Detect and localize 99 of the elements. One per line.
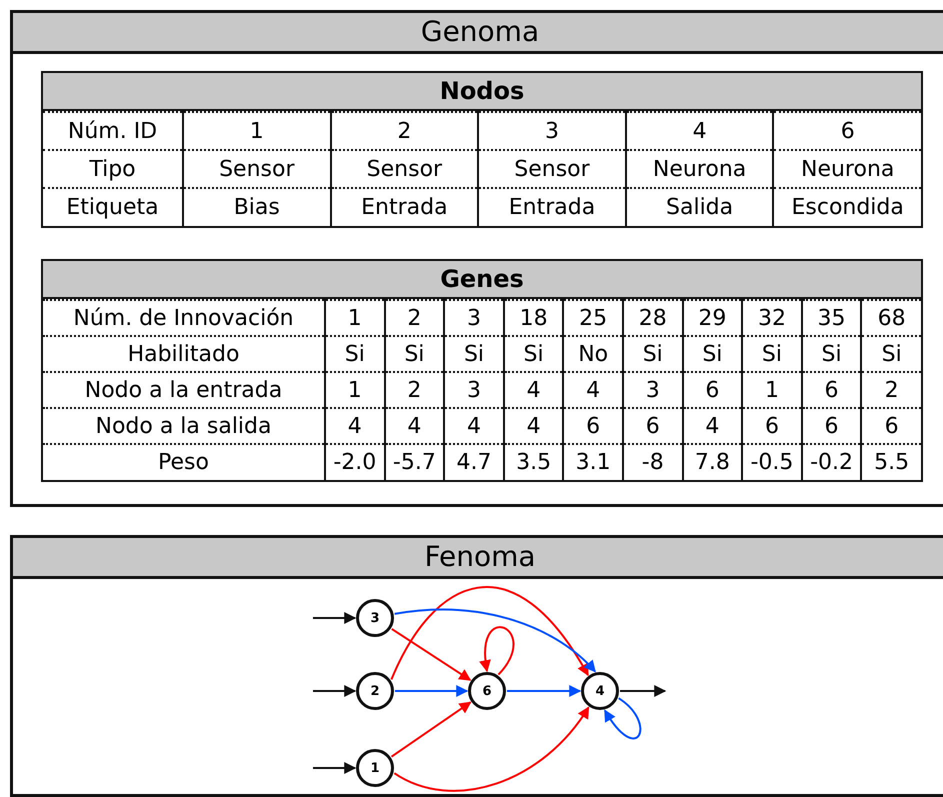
table-cell: 3	[478, 112, 626, 150]
table-cell: Escondida	[773, 188, 921, 226]
table-cell: 6	[622, 408, 683, 444]
arrow	[394, 706, 590, 792]
arrow	[395, 685, 468, 697]
table-title: Nodos	[43, 73, 921, 111]
table-cell: 2	[861, 372, 921, 408]
table-cell: Si	[742, 336, 802, 372]
data-table	[41, 71, 923, 228]
table-cell: 29	[682, 300, 742, 336]
arrow	[620, 685, 666, 697]
table-cell: Habilitado	[43, 336, 325, 372]
arrow	[480, 626, 514, 676]
table-cell: 6	[802, 372, 862, 408]
table-cell: 25	[563, 300, 623, 336]
table-cell: Si	[325, 336, 385, 372]
neuron-node: 1	[356, 749, 394, 787]
table-cell: Neurona	[626, 150, 774, 188]
panel-title: Genoma	[13, 13, 943, 54]
table-cell: Si	[802, 336, 862, 372]
arrow	[313, 612, 356, 624]
table-cell: Si	[622, 336, 683, 372]
table-cell: Nodo a la entrada	[43, 372, 325, 408]
table-cell: 4	[504, 372, 564, 408]
arrow	[391, 628, 472, 681]
table-cell: Si	[444, 336, 504, 372]
table-cell: Si	[384, 336, 444, 372]
table-cell: Núm. de Innovación	[43, 300, 325, 336]
neuron-node: 2	[356, 672, 394, 710]
table-cell: -8	[622, 444, 683, 480]
table-cell: Sensor	[330, 150, 478, 188]
table-cell: 4.7	[444, 444, 504, 480]
table-cell: 4	[626, 112, 774, 150]
arrow	[390, 586, 589, 680]
table-cell: -0.5	[742, 444, 802, 480]
table-cell: 4	[682, 408, 742, 444]
table-cell: Entrada	[478, 188, 626, 226]
table-cell: 5.5	[861, 444, 921, 480]
arrow	[313, 762, 356, 774]
table-cell: 4	[504, 408, 564, 444]
table-cell: 3	[444, 300, 504, 336]
table-cell: Núm. ID	[43, 112, 183, 150]
table-cell: 1	[742, 372, 802, 408]
table-cell: Peso	[43, 444, 325, 480]
table-cell: 6	[742, 408, 802, 444]
table-cell: 4	[325, 408, 385, 444]
table-cell: 32	[742, 300, 802, 336]
table-cell: Si	[504, 336, 564, 372]
table-cell: 3.5	[504, 444, 564, 480]
table-cell: 1	[183, 112, 331, 150]
panel	[10, 10, 943, 507]
table-cell: 18	[504, 300, 564, 336]
table-cell: No	[563, 336, 623, 372]
arrow	[313, 685, 356, 697]
table-cell: Si	[861, 336, 921, 372]
panel	[10, 535, 943, 797]
data-table	[41, 259, 923, 482]
table-cell: 35	[802, 300, 862, 336]
arrow	[394, 608, 596, 672]
table-cell: Sensor	[183, 150, 331, 188]
table-cell: Si	[682, 336, 742, 372]
table-cell: 6	[802, 408, 862, 444]
table-cell: 6	[682, 372, 742, 408]
table-cell: -2.0	[325, 444, 385, 480]
table-cell: Bias	[183, 188, 331, 226]
panel-title: Fenoma	[13, 538, 943, 579]
neuron-node: 3	[356, 599, 394, 637]
table-cell: Etiqueta	[43, 188, 183, 226]
arrow	[507, 685, 582, 697]
table-cell: 4	[384, 408, 444, 444]
table-cell: 3	[444, 372, 504, 408]
table-cell: 4	[444, 408, 504, 444]
table-cell: 7.8	[682, 444, 742, 480]
arrow	[604, 697, 642, 740]
table-cell: Neurona	[773, 150, 921, 188]
arrow	[390, 702, 472, 758]
table-cell: Salida	[626, 188, 774, 226]
table-cell: 6	[773, 112, 921, 150]
table-cell: 28	[622, 300, 683, 336]
table-cell: 3.1	[563, 444, 623, 480]
table-cell: Sensor	[478, 150, 626, 188]
table-cell: Tipo	[43, 150, 183, 188]
table-cell: -5.7	[384, 444, 444, 480]
neuron-node: 4	[581, 672, 619, 710]
table-cell: 4	[563, 372, 623, 408]
table-cell: 1	[325, 372, 385, 408]
table-cell: 2	[330, 112, 478, 150]
neuron-node: 6	[468, 672, 506, 710]
table-cell: 6	[861, 408, 921, 444]
table-cell: Entrada	[330, 188, 478, 226]
table-cell: 2	[384, 372, 444, 408]
table-cell: 3	[622, 372, 683, 408]
table-title: Genes	[43, 261, 921, 299]
table-cell: 1	[325, 300, 385, 336]
table-cell: Nodo a la salida	[43, 408, 325, 444]
table-cell: -0.2	[802, 444, 862, 480]
table-cell: 68	[861, 300, 921, 336]
table-cell: 6	[563, 408, 623, 444]
table-cell: 2	[384, 300, 444, 336]
